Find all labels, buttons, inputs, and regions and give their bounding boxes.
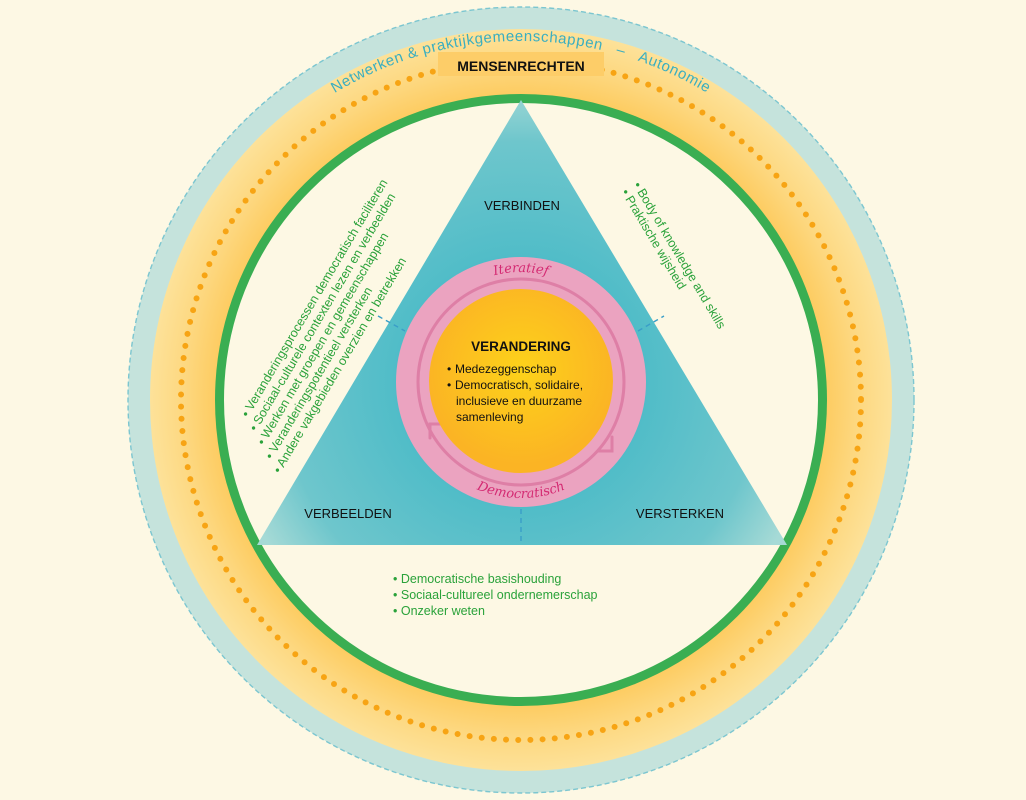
bottom-list-item: • Onzeker weten — [393, 604, 485, 618]
dotted-ring — [178, 57, 864, 743]
center-disc — [429, 289, 613, 473]
center-bullet-1: Medezeggenschap — [455, 362, 557, 376]
bottom-list-item: • Democratische basishouding — [393, 572, 561, 586]
cycle-label-top: Iteratief — [491, 261, 552, 280]
human-rights-label: MENSENRECHTEN — [457, 58, 585, 74]
center-bullet-2-line-1: Democratisch, solidaire, — [455, 378, 583, 392]
center-title: VERANDERING — [471, 339, 571, 354]
pink-inner-line — [416, 277, 626, 487]
center-bullet-2-line-3: samenleving — [456, 410, 523, 424]
triangle-label-bottom-right: VERSTERKEN — [636, 506, 724, 521]
bottom-list-item: • Sociaal-cultureel ondernemerschap — [393, 588, 598, 602]
cycle-arrow-left-icon — [428, 422, 446, 440]
center-bullet-marker-2: • — [447, 378, 451, 392]
label-backdrop — [438, 52, 604, 76]
cycle-arrow-right-icon — [596, 435, 614, 453]
triangle-label-top: VERBINDEN — [484, 198, 560, 213]
center-bullet-2-line-2: inclusieve en duurzame — [456, 394, 582, 408]
bottom-competence-list: • Democratische basishouding • Sociaal-c… — [393, 572, 598, 618]
center-bullet-marker-1: • — [447, 362, 451, 376]
triangle-label-bottom-left: VERBEELDEN — [304, 506, 391, 521]
